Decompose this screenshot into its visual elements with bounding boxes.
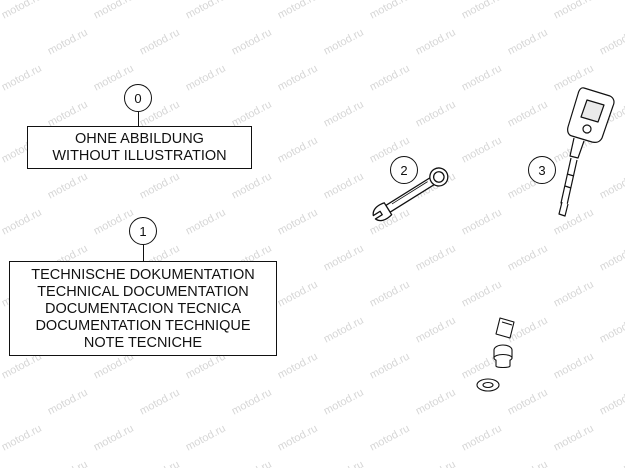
watermark-text: motod.ru bbox=[275, 278, 320, 310]
callout-3: 3 bbox=[528, 156, 556, 184]
watermark-text: motod.ru bbox=[321, 314, 366, 346]
label-box-1: TECHNISCHE DOKUMENTATION TECHNICAL DOCUM… bbox=[9, 261, 277, 356]
watermark-text: motod.ru bbox=[45, 98, 90, 130]
watermark-text: motod.ru bbox=[183, 422, 228, 454]
watermark-text: motod.ru bbox=[597, 386, 625, 418]
watermark-text: motod.ru bbox=[367, 422, 412, 454]
callout-2: 2 bbox=[390, 156, 418, 184]
watermark-text: motod.ru bbox=[321, 242, 366, 274]
watermark-text: motod.ru bbox=[551, 422, 596, 454]
watermark-text: motod.ru bbox=[275, 134, 320, 166]
watermark-text: motod.ru bbox=[229, 26, 274, 58]
label-line: DOCUMENTACION TECNICA bbox=[44, 301, 242, 317]
label-box-0: OHNE ABBILDUNG WITHOUT ILLUSTRATION bbox=[27, 126, 252, 169]
watermark-text: motod.ru bbox=[459, 134, 504, 166]
watermark-text: motod.ru bbox=[597, 242, 625, 274]
watermark-text: motod.ru bbox=[138, 459, 182, 468]
watermark-text: motod.ru bbox=[551, 278, 596, 310]
leader-line-1 bbox=[143, 245, 144, 261]
watermark-text: motod.ru bbox=[321, 386, 366, 418]
watermark-text: motod.ru bbox=[459, 0, 504, 22]
watermark-text: motod.ru bbox=[413, 314, 458, 346]
watermark-text: motod.ru bbox=[367, 278, 412, 310]
callout-1: 1 bbox=[129, 217, 157, 245]
watermark-text: motod.ru bbox=[137, 386, 182, 418]
watermark-text: motod.ru bbox=[91, 422, 136, 454]
watermark-text: motod.ru bbox=[413, 242, 458, 274]
watermark-text: motod.ru bbox=[459, 422, 504, 454]
callout-0: 0 bbox=[124, 84, 152, 112]
watermark-text: motod.ru bbox=[459, 278, 504, 310]
watermark-text: motod.ru bbox=[230, 459, 274, 468]
watermark-text: motod.ru bbox=[137, 26, 182, 58]
watermark-text: motod.ru bbox=[0, 422, 44, 454]
watermark-text: motod.ru bbox=[459, 206, 504, 238]
watermark-text: motod.ru bbox=[505, 242, 550, 274]
watermark-text: motod.ru bbox=[46, 459, 90, 468]
watermark-text: motod.ru bbox=[91, 0, 136, 22]
label-line: DOCUMENTATION TECHNIQUE bbox=[35, 318, 251, 334]
watermark-text: motod.ru bbox=[137, 170, 182, 202]
watermark-text: motod.ru bbox=[598, 459, 625, 468]
watermark-text: motod.ru bbox=[597, 314, 625, 346]
watermark-text: motod.ru bbox=[229, 170, 274, 202]
watermark-text: motod.ru bbox=[275, 350, 320, 382]
watermark-text: motod.ru bbox=[275, 422, 320, 454]
watermark-text: motod.ru bbox=[229, 386, 274, 418]
label-line: WITHOUT ILLUSTRATION bbox=[52, 148, 227, 164]
watermark-text: motod.ru bbox=[413, 26, 458, 58]
wrench-icon bbox=[372, 167, 449, 222]
watermark-text: motod.ru bbox=[459, 62, 504, 94]
watermark-text: motod.ru bbox=[0, 62, 44, 94]
watermark-text: motod.ru bbox=[367, 62, 412, 94]
watermark-text: motod.ru bbox=[413, 98, 458, 130]
watermark-text: motod.ru bbox=[0, 206, 44, 238]
watermark-text: motod.ru bbox=[367, 350, 412, 382]
valve-parts-icon bbox=[476, 317, 515, 392]
label-line: TECHNISCHE DOKUMENTATION bbox=[31, 267, 255, 283]
watermark-text: motod.ru bbox=[551, 350, 596, 382]
watermark-text: motod.ru bbox=[367, 0, 412, 22]
watermark-text: motod.ru bbox=[597, 26, 625, 58]
watermark-text: motod.ru bbox=[183, 62, 228, 94]
watermark-text: motod.ru bbox=[45, 170, 90, 202]
watermark-text: motod.ru bbox=[414, 459, 458, 468]
watermark-text: motod.ru bbox=[275, 62, 320, 94]
leader-line-0 bbox=[138, 112, 139, 126]
watermark-text: motod.ru bbox=[0, 0, 44, 22]
watermark-text: motod.ru bbox=[413, 386, 458, 418]
watermark-text: motod.ru bbox=[505, 26, 550, 58]
watermark-text: motod.ru bbox=[229, 98, 274, 130]
watermark-text: motod.ru bbox=[321, 98, 366, 130]
watermark-text: motod.ru bbox=[183, 0, 228, 22]
label-line: NOTE TECNICHE bbox=[83, 335, 203, 351]
watermark-text: motod.ru bbox=[183, 206, 228, 238]
watermark-text: motod.ru bbox=[551, 0, 596, 22]
watermark-text: motod.ru bbox=[322, 459, 366, 468]
watermark-text: motod.ru bbox=[275, 206, 320, 238]
watermark-text: motod.ru bbox=[45, 386, 90, 418]
label-line: OHNE ABBILDUNG bbox=[75, 131, 204, 147]
watermark-text: motod.ru bbox=[321, 26, 366, 58]
tire-pressure-gauge-icon bbox=[558, 87, 615, 217]
watermark-text: motod.ru bbox=[45, 26, 90, 58]
label-line: TECHNICAL DOCUMENTATION bbox=[37, 284, 249, 300]
watermark-text: motod.ru bbox=[506, 459, 550, 468]
watermark-text: motod.ru bbox=[275, 0, 320, 22]
